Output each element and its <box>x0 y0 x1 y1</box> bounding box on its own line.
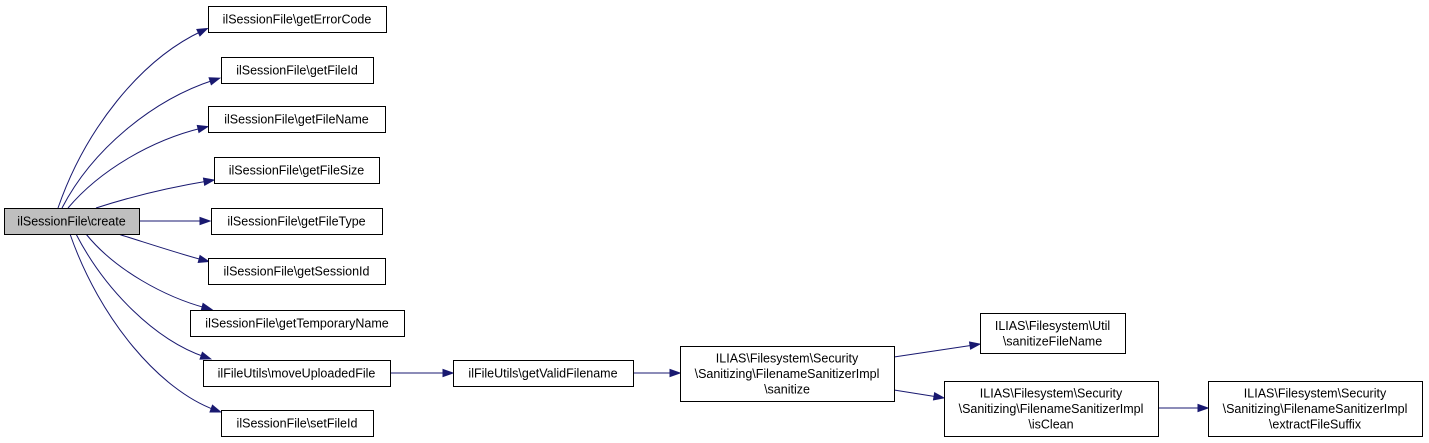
edge-line <box>57 30 203 209</box>
edge-get-valid-filename-to-sanitize <box>633 368 682 378</box>
edge-line <box>893 344 975 358</box>
arrowhead-icon <box>669 368 682 378</box>
edge-line <box>69 233 216 411</box>
arrowhead-icon <box>200 302 214 311</box>
edge-line <box>117 233 204 261</box>
node-box <box>208 6 387 33</box>
edges-layer <box>57 27 1210 413</box>
node-get-temporary-name[interactable]: ilSessionFile\getTemporaryName <box>190 310 405 337</box>
edge-line <box>75 233 206 358</box>
node-get-file-size[interactable]: ilSessionFile\getFileSize <box>214 157 380 184</box>
node-get-error-code[interactable]: ilSessionFile\getErrorCode <box>208 6 387 33</box>
node-set-file-id[interactable]: ilSessionFile\setFileId <box>221 410 374 437</box>
node-label: \sanitizeFileName <box>1003 334 1102 348</box>
edge-create-to-get-file-name <box>67 124 210 209</box>
arrowhead-icon <box>196 124 210 134</box>
edge-create-to-set-file-id <box>69 233 223 413</box>
arrowhead-icon <box>442 368 455 378</box>
node-label: ILIAS\Filesystem\Util <box>995 319 1110 333</box>
edge-line <box>893 389 939 398</box>
node-create[interactable]: ilSessionFile\create <box>4 208 140 235</box>
node-label: \Sanitizing\FilenameSanitizerImpl <box>1223 402 1408 416</box>
arrowhead-icon <box>968 341 982 350</box>
edge-sanitize-to-is-clean <box>893 389 946 401</box>
node-get-file-type[interactable]: ilSessionFile\getFileType <box>211 208 383 235</box>
node-label: ilSessionFile\getFileSize <box>229 164 365 178</box>
arrowhead-icon <box>208 77 222 86</box>
node-label: ILIAS\Filesystem\Security <box>980 387 1123 401</box>
node-label: ilSessionFile\getFileName <box>224 113 369 127</box>
node-sanitize-file-name[interactable]: ILIAS\Filesystem\Util\sanitizeFileName <box>980 313 1126 354</box>
edge-is-clean-to-extract-file-suffix <box>1158 403 1210 413</box>
node-label: \sanitize <box>764 383 810 397</box>
arrowhead-icon <box>932 392 946 401</box>
node-label: \Sanitizing\FilenameSanitizerImpl <box>959 402 1144 416</box>
edge-create-to-get-temporary-name <box>85 233 214 311</box>
node-label: ILIAS\Filesystem\Security <box>716 352 859 366</box>
edge-create-to-get-session-id <box>117 233 211 264</box>
node-label: ilSessionFile\getFileId <box>236 64 358 78</box>
arrowhead-icon <box>1197 403 1210 413</box>
node-label: \isClean <box>1028 418 1073 432</box>
edge-create-to-get-file-size <box>95 177 216 209</box>
edge-line <box>61 79 215 209</box>
node-label: \extractFileSuffix <box>1269 418 1362 432</box>
edge-create-to-get-file-id <box>61 77 222 209</box>
node-label: ilSessionFile\create <box>17 215 125 229</box>
arrowhead-icon <box>202 177 216 186</box>
node-move-uploaded-file[interactable]: ilFileUtils\moveUploadedFile <box>203 360 391 387</box>
node-label: ilSessionFile\getSessionId <box>224 265 370 279</box>
node-label: ilSessionFile\getErrorCode <box>223 13 372 27</box>
edge-create-to-move-uploaded-file <box>75 233 213 360</box>
node-is-clean[interactable]: ILIAS\Filesystem\Security\Sanitizing\Fil… <box>944 381 1159 437</box>
node-label: ilSessionFile\setFileId <box>237 417 358 431</box>
nodes-layer: ilSessionFile\create ilSessionFile\getErr… <box>4 6 1423 437</box>
node-box <box>221 57 374 84</box>
arrowhead-icon <box>199 216 212 226</box>
node-box <box>453 360 634 387</box>
node-box <box>214 157 380 184</box>
node-get-valid-filename[interactable]: ilFileUtils\getValidFilename <box>453 360 634 387</box>
node-label: ilSessionFile\getFileType <box>227 215 365 229</box>
arrowhead-icon <box>197 254 211 264</box>
node-box <box>208 258 386 285</box>
node-extract-file-suffix[interactable]: ILIAS\Filesystem\Security\Sanitizing\Fil… <box>1208 381 1423 437</box>
node-label: ilSessionFile\getTemporaryName <box>205 317 388 331</box>
node-box <box>203 360 391 387</box>
node-box <box>211 208 383 235</box>
node-box <box>944 381 1159 437</box>
arrowhead-icon <box>199 351 213 360</box>
node-sanitize[interactable]: ILIAS\Filesystem\Security\Sanitizing\Fil… <box>680 346 895 402</box>
node-box <box>221 410 374 437</box>
node-box <box>208 106 386 133</box>
node-label: ilFileUtils\moveUploadedFile <box>218 367 376 381</box>
node-box <box>980 313 1126 354</box>
edge-create-to-get-file-type <box>139 216 212 226</box>
arrowhead-icon <box>196 27 209 37</box>
edge-line <box>67 127 203 209</box>
edge-line <box>95 180 209 209</box>
node-get-session-id[interactable]: ilSessionFile\getSessionId <box>208 258 386 285</box>
node-box <box>190 310 405 337</box>
node-get-file-id[interactable]: ilSessionFile\getFileId <box>221 57 374 84</box>
node-box <box>680 346 895 402</box>
edge-line <box>85 233 207 309</box>
edge-sanitize-to-sanitize-file-name <box>893 341 982 358</box>
node-label: ilFileUtils\getValidFilename <box>468 367 617 381</box>
edge-move-uploaded-file-to-get-valid-filename <box>390 368 455 378</box>
node-box <box>1208 381 1423 437</box>
node-box <box>4 208 140 235</box>
arrowhead-icon <box>209 404 223 413</box>
node-label: ILIAS\Filesystem\Security <box>1244 387 1387 401</box>
edge-create-to-get-error-code <box>57 27 209 209</box>
node-label: \Sanitizing\FilenameSanitizerImpl <box>695 367 880 381</box>
node-get-file-name[interactable]: ilSessionFile\getFileName <box>208 106 386 133</box>
